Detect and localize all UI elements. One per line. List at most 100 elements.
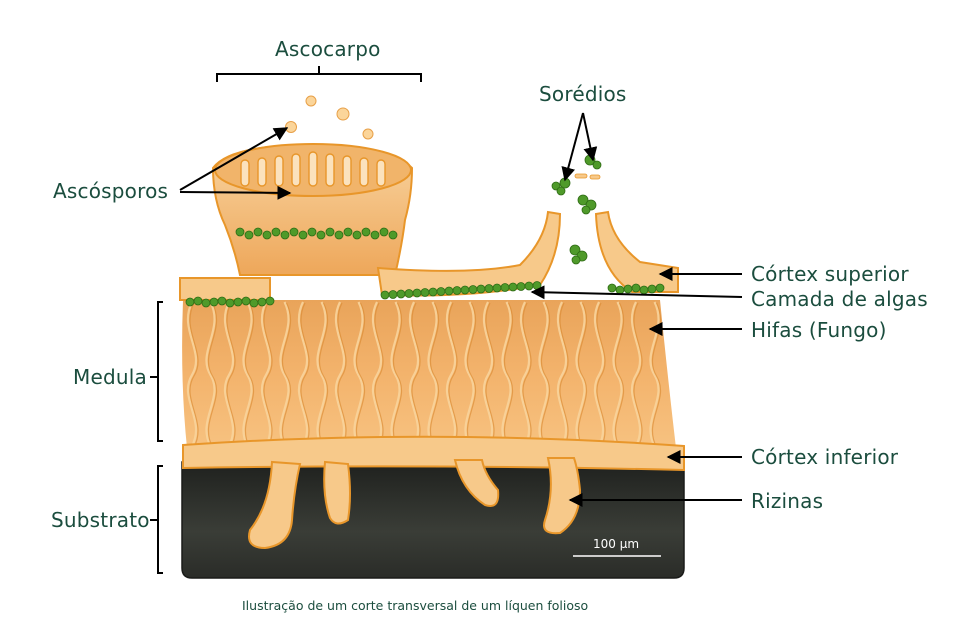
algal-cell — [412, 288, 422, 298]
label-rizinas: Rizinas — [751, 489, 824, 513]
algal-cell — [253, 227, 263, 237]
hypha-shadow — [189, 302, 199, 448]
algal-cell — [334, 230, 344, 240]
hypha-shadow — [614, 302, 625, 448]
algal-cell — [201, 298, 211, 308]
hypha-shadow — [466, 302, 477, 448]
hypha — [408, 301, 420, 447]
soredia — [551, 154, 602, 265]
ascus — [342, 155, 352, 187]
hypha — [519, 301, 531, 447]
algal-cell — [185, 297, 195, 307]
hypha-shadow — [596, 302, 606, 448]
algal-cell — [316, 230, 326, 240]
algal-cell — [484, 284, 494, 293]
algal-cell — [235, 227, 245, 237]
algal-cell — [193, 296, 203, 306]
hypha — [316, 301, 327, 447]
ascus — [291, 153, 301, 187]
algal-cell — [420, 288, 430, 297]
hypha-shadow — [503, 302, 514, 448]
algal-cell — [516, 282, 526, 291]
algal-cell — [468, 285, 478, 294]
hypha-shadow — [226, 302, 236, 448]
algal-cell — [307, 227, 317, 237]
algal-cell — [298, 230, 308, 240]
hypha — [482, 301, 494, 447]
algal-cell — [404, 289, 414, 298]
algal-cell — [379, 227, 389, 237]
hypha-shadow — [429, 302, 440, 448]
hypha — [630, 301, 642, 447]
algal-cell — [265, 296, 275, 306]
hypha — [371, 301, 383, 447]
algal-cell — [352, 230, 362, 240]
algal-cell — [607, 283, 617, 293]
algal-cell — [244, 230, 254, 240]
hypha-shadow — [411, 302, 421, 448]
hypha-shadow — [207, 302, 218, 448]
hypha-shadow — [318, 302, 329, 448]
algal-cell — [508, 282, 518, 292]
hypha — [556, 301, 568, 447]
algal-cell — [639, 285, 649, 295]
algal-cell — [524, 281, 534, 291]
algal-cell — [209, 297, 219, 307]
algal-cell — [325, 227, 335, 237]
hypha — [334, 301, 346, 447]
lower-cortex — [182, 435, 685, 472]
algal-cell — [388, 230, 398, 240]
hypha-shadow — [559, 302, 569, 448]
algal-cell — [655, 283, 665, 293]
label-cortex-superior: Córtex superior — [751, 262, 909, 286]
hypha — [575, 301, 586, 447]
algal-cell — [532, 281, 542, 290]
ascus — [274, 155, 284, 187]
algal-cell — [233, 297, 243, 307]
ascus — [376, 159, 386, 187]
label-medula: Medula — [73, 365, 147, 389]
algal-cell — [241, 296, 251, 306]
hypha-shadow — [244, 302, 255, 448]
hypha-shadow — [337, 302, 347, 448]
label-cortex-inferior: Córtex inferior — [751, 445, 899, 469]
ascus — [240, 159, 250, 187]
ascospores — [285, 95, 374, 140]
label-soredios: Sorédios — [539, 82, 627, 106]
algal-cell — [436, 287, 446, 296]
hypha-shadow — [540, 302, 551, 448]
label-hifas: Hifas (Fungo) — [751, 318, 887, 342]
algal-cell — [380, 290, 390, 300]
algal-cell — [492, 283, 502, 293]
hypha-shadow — [392, 302, 403, 448]
figure-caption: Ilustração de um corte transversal de um… — [242, 598, 589, 613]
label-ascocarpo: Ascocarpo — [275, 37, 381, 61]
algal-cell — [623, 284, 633, 294]
hypha-shadow — [577, 302, 588, 448]
hypha — [205, 301, 216, 447]
ascus — [308, 151, 318, 187]
algal-cell — [615, 285, 625, 295]
ascus — [325, 153, 335, 187]
ascocarp — [211, 143, 414, 276]
label-camada-de-algas: Camada de algas — [751, 287, 928, 311]
algal-cell — [217, 296, 227, 306]
medulla — [182, 300, 676, 448]
hypha — [390, 301, 401, 447]
hypha — [279, 301, 290, 447]
algal-cell — [476, 284, 486, 294]
hypha — [223, 301, 235, 447]
substrato-bracket — [150, 465, 163, 574]
algal-cell — [249, 298, 259, 308]
algal-cell — [262, 230, 272, 240]
algal-cell — [370, 230, 380, 240]
algal-cell — [396, 289, 406, 299]
algal-cell — [361, 227, 371, 237]
hypha-shadow — [300, 302, 310, 448]
algal-cell — [460, 285, 470, 295]
hypha — [186, 301, 198, 447]
hypha — [427, 301, 438, 447]
hypha-shadow — [448, 302, 458, 448]
